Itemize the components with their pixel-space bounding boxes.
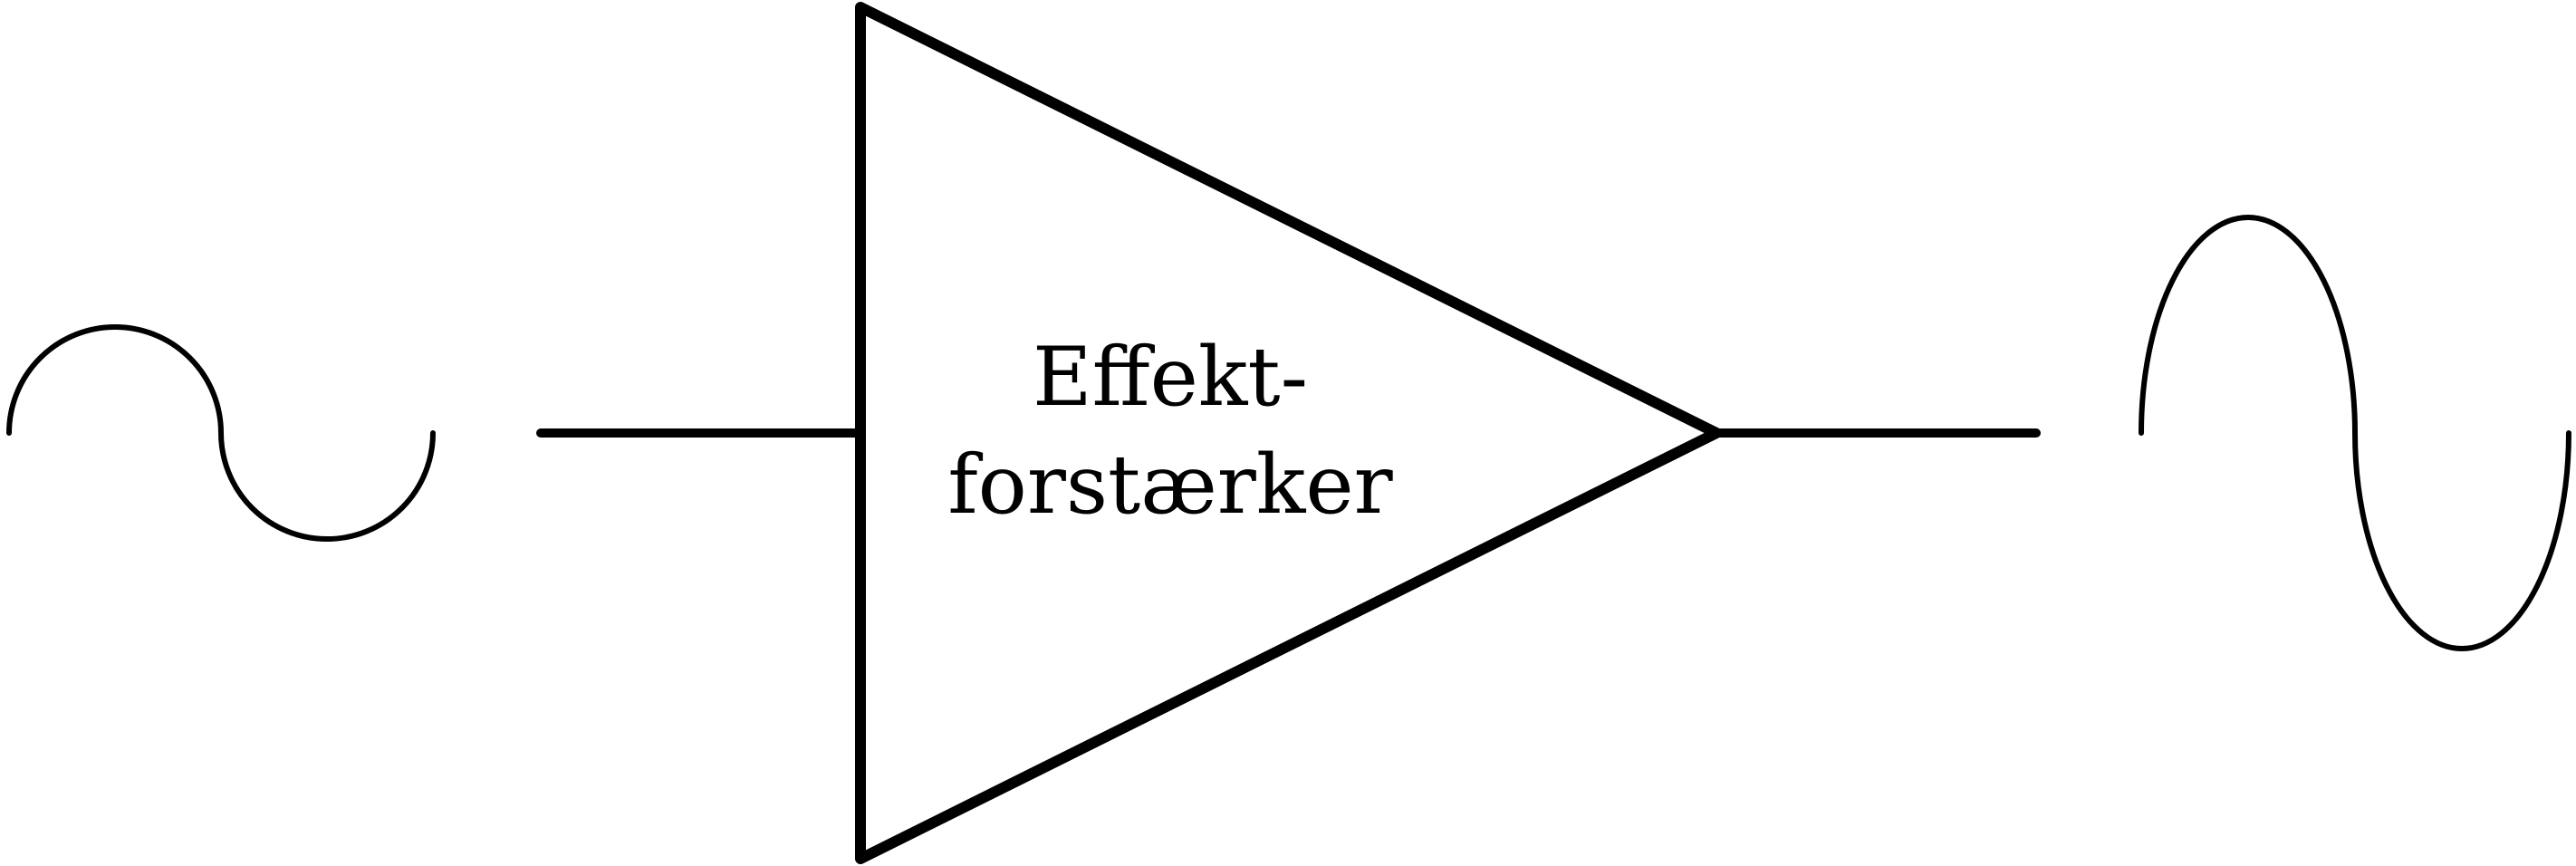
amplifier-triangle xyxy=(855,2,1722,864)
output-signal-wave xyxy=(2139,215,2571,651)
amplifier-label-line1: Effekt- xyxy=(1033,330,1308,425)
amplifier-label-line2: forstærker xyxy=(947,438,1393,533)
input-signal-wave xyxy=(6,324,436,542)
